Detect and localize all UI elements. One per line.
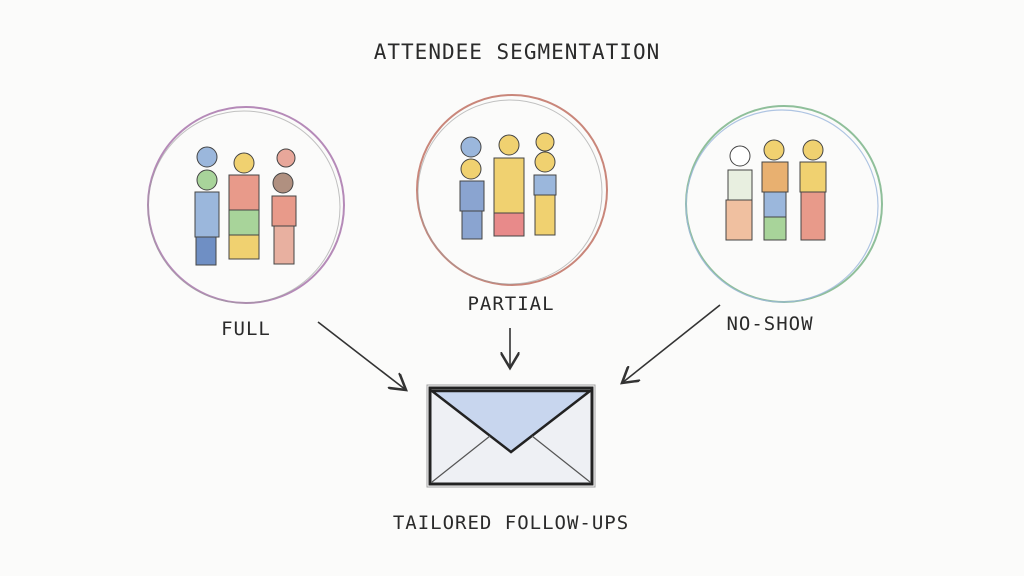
- segment-circle-no-show: [685, 105, 883, 303]
- people-icon: [459, 132, 557, 240]
- segment-label-partial: PARTIAL: [467, 293, 555, 315]
- envelope-icon: [426, 384, 596, 488]
- segment-circle-full: [147, 106, 345, 304]
- segment-label-full: FULL: [221, 318, 271, 340]
- arrow-no-show: [622, 304, 721, 383]
- people-icon: [725, 139, 827, 241]
- arrow-full: [317, 321, 406, 390]
- people-icon: [194, 146, 297, 266]
- target-label: TAILORED FOLLOW-UPS: [392, 512, 630, 534]
- segment-circle-partial: [416, 94, 608, 286]
- diagram-title: ATTENDEE SEGMENTATION: [373, 40, 661, 64]
- segment-label-no-show: NO-SHOW: [726, 313, 814, 335]
